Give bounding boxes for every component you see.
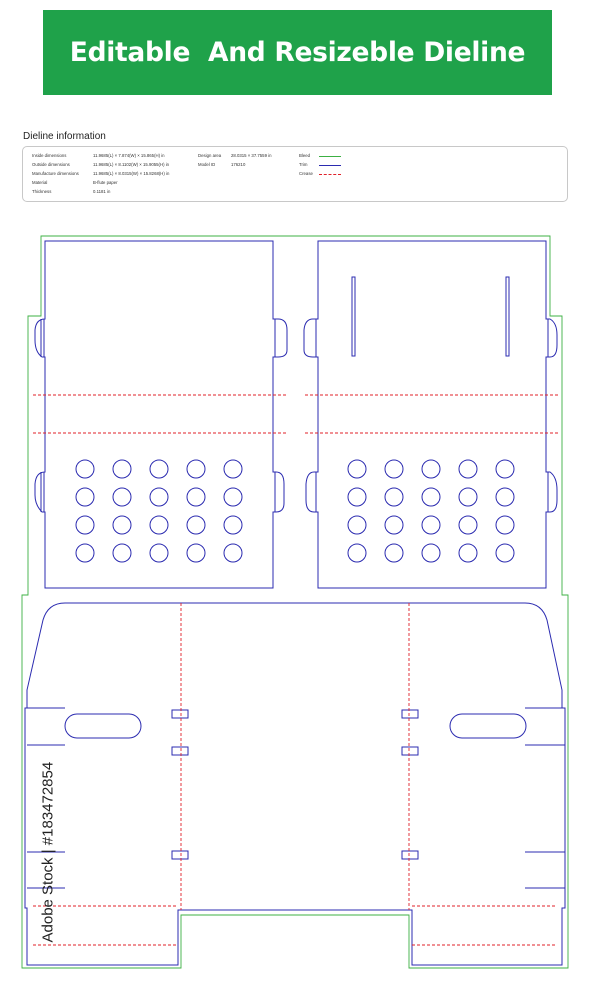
vent-hole bbox=[75, 543, 95, 563]
info-label: Thickness bbox=[32, 189, 52, 194]
side-flap-lines-right bbox=[525, 707, 565, 889]
banner-title: Editable And Resizeble Dieline bbox=[69, 37, 526, 68]
info-label: Model ID bbox=[198, 162, 216, 167]
slot bbox=[351, 276, 356, 357]
handle-hole-right bbox=[449, 713, 527, 739]
info-value: 0.1181 in bbox=[93, 189, 111, 194]
vent-hole bbox=[421, 543, 441, 563]
info-value: 176210 bbox=[231, 162, 246, 167]
vent-hole bbox=[186, 487, 206, 507]
vent-hole bbox=[112, 487, 132, 507]
notch bbox=[401, 709, 419, 719]
vent-hole bbox=[223, 487, 243, 507]
bleed-outline bbox=[21, 235, 569, 969]
notch bbox=[401, 746, 419, 756]
notch bbox=[171, 709, 189, 719]
legend-label-trim: Trim bbox=[299, 162, 308, 167]
vent-hole bbox=[149, 459, 169, 479]
info-label: Design area bbox=[198, 153, 222, 158]
stock-watermark-id: Adobe Stock | #183472854 bbox=[39, 761, 57, 943]
vent-hole bbox=[112, 543, 132, 563]
info-value: 11.9685(L) × 7.874(W) × 15.865(H) in bbox=[93, 153, 165, 158]
legend-label-bleed: Bleed bbox=[299, 153, 310, 158]
slot-lines bbox=[43, 319, 549, 512]
vent-hole bbox=[384, 515, 404, 535]
vent-hole bbox=[112, 459, 132, 479]
info-value: 28.0315 × 37.7559 in bbox=[231, 153, 272, 158]
vent-hole bbox=[347, 459, 367, 479]
vent-hole bbox=[384, 459, 404, 479]
info-label: Outside dimensions bbox=[32, 162, 70, 167]
notch bbox=[401, 850, 419, 860]
upper-right-panel-outline bbox=[303, 240, 558, 589]
vent-hole bbox=[347, 543, 367, 563]
vent-hole bbox=[458, 487, 478, 507]
info-label: Material bbox=[32, 180, 48, 185]
vent-hole bbox=[112, 515, 132, 535]
vent-hole bbox=[421, 515, 441, 535]
vent-hole bbox=[186, 515, 206, 535]
vent-hole bbox=[495, 459, 515, 479]
upper-left-panel-outline bbox=[34, 240, 288, 589]
dieline-info-panel: Inside dimensions 11.9685(L) × 7.874(W) … bbox=[22, 146, 568, 202]
hole-grid bbox=[75, 459, 515, 563]
slot bbox=[505, 276, 510, 357]
title-banner: Editable And Resizeble Dieline bbox=[43, 10, 552, 95]
legend-swatch-bleed bbox=[319, 156, 341, 157]
vent-hole bbox=[186, 459, 206, 479]
vent-hole bbox=[495, 543, 515, 563]
vent-hole bbox=[149, 515, 169, 535]
vent-hole bbox=[149, 543, 169, 563]
vent-hole bbox=[458, 515, 478, 535]
side-flap-lines-left bbox=[27, 707, 65, 889]
legend-swatch-crease bbox=[319, 174, 341, 175]
notch bbox=[171, 746, 189, 756]
info-value: 11.9685(L) × 8.1102(W) × 15.9055(H) in bbox=[93, 162, 170, 167]
vent-hole bbox=[347, 515, 367, 535]
info-value: 11.9685(L) × 8.0315(W) × 15.8268(H) in bbox=[93, 171, 170, 176]
info-label: Inside dimensions bbox=[32, 153, 67, 158]
info-heading: Dieline information bbox=[23, 131, 106, 142]
vent-hole bbox=[495, 487, 515, 507]
legend-swatch-trim bbox=[319, 165, 341, 166]
vent-hole bbox=[75, 459, 95, 479]
vent-hole bbox=[149, 487, 169, 507]
vent-hole bbox=[347, 487, 367, 507]
vent-hole bbox=[223, 543, 243, 563]
vent-hole bbox=[495, 515, 515, 535]
vent-hole bbox=[186, 543, 206, 563]
vent-hole bbox=[75, 487, 95, 507]
vent-hole bbox=[458, 543, 478, 563]
vent-hole bbox=[384, 543, 404, 563]
vent-hole bbox=[223, 515, 243, 535]
notch bbox=[171, 850, 189, 860]
handle-hole-left bbox=[64, 713, 142, 739]
vent-hole bbox=[75, 515, 95, 535]
info-value: B-flute paper bbox=[93, 180, 118, 185]
crease-line bbox=[33, 905, 557, 946]
lower-panel-outline bbox=[24, 602, 566, 966]
vent-hole bbox=[384, 487, 404, 507]
vent-hole bbox=[223, 459, 243, 479]
crease-line bbox=[33, 394, 558, 434]
crease-line bbox=[180, 603, 410, 910]
vent-hole bbox=[421, 487, 441, 507]
info-label: Manufacture dimensions bbox=[32, 171, 79, 176]
vent-hole bbox=[421, 459, 441, 479]
vent-hole bbox=[458, 459, 478, 479]
legend-label-crease: Crease bbox=[299, 171, 313, 176]
